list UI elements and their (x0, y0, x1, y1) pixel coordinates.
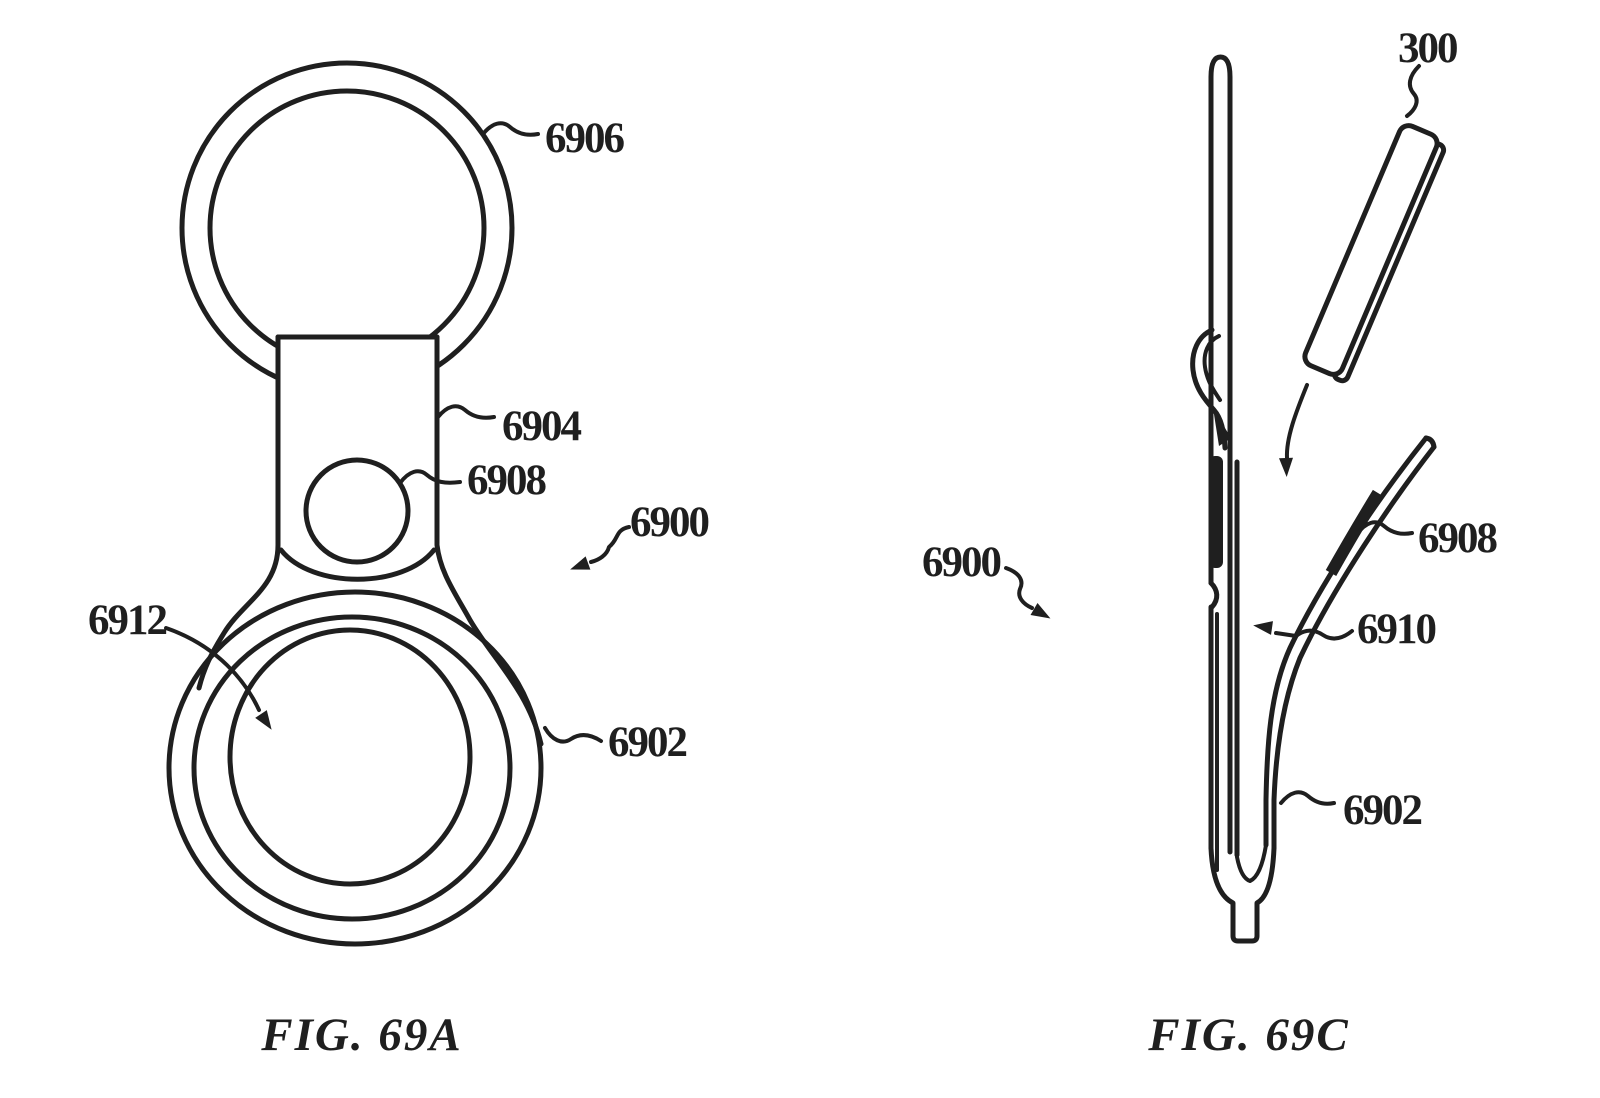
module-body (1302, 123, 1440, 377)
leader-6902-right (1279, 790, 1336, 806)
label-aperture: 6908 (467, 457, 547, 504)
keyring-inner-circle (207, 88, 487, 368)
arrow-6910-head (1253, 621, 1273, 635)
fig-69c: 300 6908 6900 6910 6902 FIG. 69C (922, 25, 1500, 1061)
arrow-6900-shaft (589, 525, 631, 564)
insert-arrow-shaft (1284, 383, 1309, 460)
label-interior: 6912 (88, 597, 167, 644)
strap-bottom-inner (1235, 843, 1268, 883)
disc-middle-rim (191, 614, 513, 922)
disc-inner-rim (227, 627, 473, 887)
arrow-6900-right-shaft (1004, 566, 1034, 610)
arrow-6912-head (255, 710, 272, 730)
adhesive-strip-flap (1325, 489, 1384, 576)
label-assembly-right: 6900 (922, 539, 1001, 586)
clasp-inner-curve (1202, 334, 1222, 402)
caption-fig-69c: FIG. 69C (1147, 1009, 1349, 1061)
disc-outer-rim (166, 589, 544, 947)
strap-left-side (196, 334, 281, 691)
strap-bottom-cup (1208, 845, 1277, 944)
flap-upper-edge (1263, 435, 1429, 848)
strap-right-side (434, 334, 544, 747)
leader-6908 (398, 469, 462, 485)
leader-6908-right (1355, 520, 1414, 536)
arrow-6900-right-head (1030, 602, 1051, 619)
arrow-6900-head (570, 556, 591, 570)
flap-tip (1423, 435, 1437, 450)
label-body-left: 6902 (608, 719, 687, 766)
strap-notch (1208, 580, 1220, 610)
caption-fig-69a: FIG. 69A (260, 1009, 462, 1061)
label-fold: 6910 (1357, 606, 1436, 653)
leader-300 (1405, 64, 1421, 118)
label-module: 300 (1398, 25, 1457, 72)
strap-profile (1208, 54, 1233, 855)
label-ring: 6906 (545, 115, 625, 162)
flap-lower-edge (1271, 444, 1437, 851)
label-strap: 6904 (502, 403, 582, 450)
insert-arrow-head (1279, 457, 1293, 477)
fastener-hole (303, 457, 411, 565)
leader-6906 (481, 121, 540, 137)
leader-6902 (543, 726, 603, 744)
leader-6910 (1274, 628, 1354, 641)
arrow-6912-shaft (164, 626, 261, 712)
label-adhesive: 6908 (1418, 515, 1498, 562)
label-assembly-left: 6900 (630, 499, 709, 546)
label-body-right: 6902 (1343, 787, 1422, 834)
adhesive-strip-strap (1209, 456, 1223, 568)
fig-69a: 6906 6904 6908 6900 6912 6902 FIG. 69A (88, 60, 711, 1061)
strap-mask (279, 339, 435, 419)
leader-6904 (436, 404, 496, 420)
neck-saddle-curve (278, 547, 437, 582)
clasp-wedge (1213, 408, 1231, 446)
